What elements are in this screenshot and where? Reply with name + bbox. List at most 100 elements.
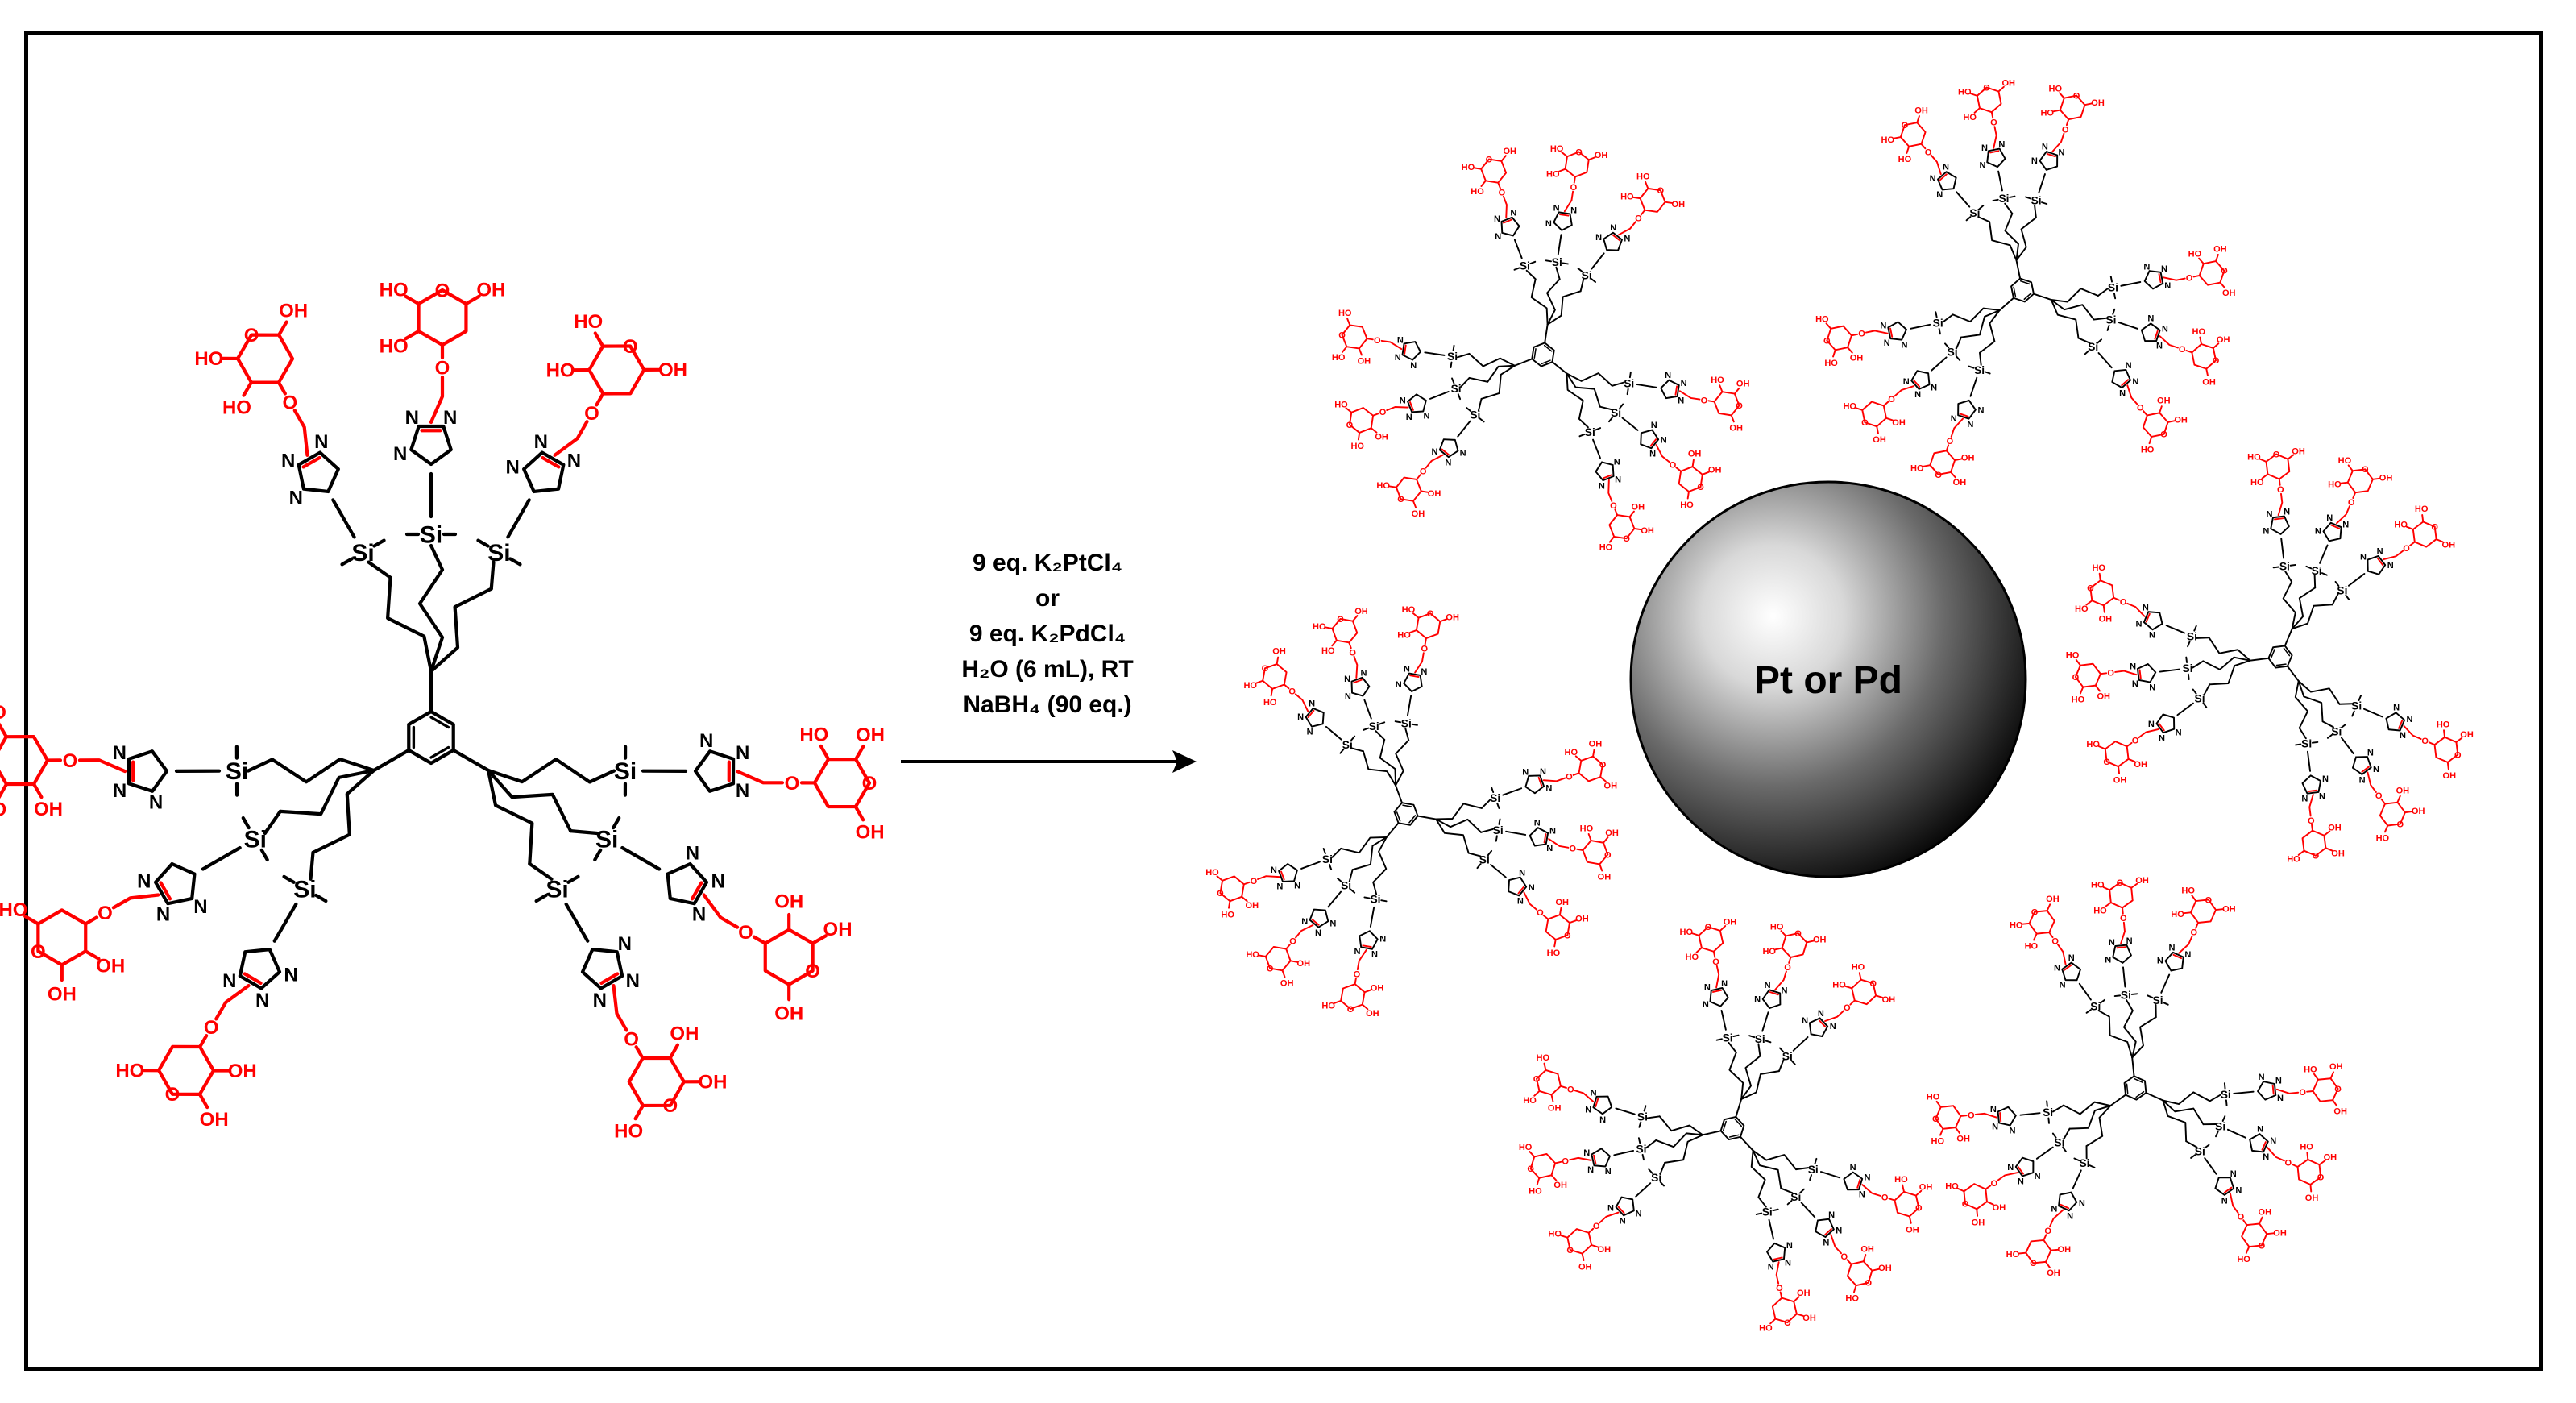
hydroxyl-bond bbox=[404, 294, 421, 306]
hydroxyl-bond bbox=[1325, 626, 1334, 629]
hydroxyl-group: OH bbox=[2324, 1153, 2337, 1163]
silicon-atom: Si bbox=[487, 540, 510, 567]
hydroxyl-bond bbox=[1853, 1285, 1857, 1293]
nitrogen-atom: N bbox=[1754, 995, 1761, 1005]
hydroxyl-group: OH bbox=[1993, 1203, 2006, 1213]
hydroxyl-bond bbox=[2446, 761, 2449, 770]
hydroxyl-bond bbox=[2205, 367, 2209, 377]
methyl-bond bbox=[2162, 1002, 2169, 1006]
ring-oxygen: O bbox=[862, 773, 877, 795]
methyl-bond bbox=[1350, 888, 1356, 894]
triazole-ring bbox=[2143, 611, 2163, 631]
ring-oxygen: O bbox=[2221, 267, 2228, 276]
methylene-bond bbox=[1969, 376, 1978, 397]
methyl-bond bbox=[508, 557, 522, 567]
ring-oxygen: O bbox=[1623, 534, 1630, 544]
silicon-atom: Si bbox=[2054, 1137, 2064, 1149]
methylene-bond bbox=[1502, 787, 1523, 796]
hydroxyl-group: HO bbox=[1620, 193, 1634, 202]
methyl-bond bbox=[1487, 849, 1493, 856]
hydroxyl-group: OH bbox=[2222, 288, 2236, 298]
nitrogen-atom: N bbox=[1553, 203, 1560, 213]
hydroxyl-bond bbox=[1793, 1296, 1800, 1303]
hydroxyl-group: OH bbox=[856, 724, 885, 746]
triazole-double-bond bbox=[301, 455, 321, 469]
hydroxyl-bond bbox=[2148, 436, 2153, 445]
triazole-double-bond bbox=[1674, 385, 1678, 396]
hydroxyl-bond bbox=[2421, 514, 2425, 523]
hydroxyl-bond bbox=[1875, 994, 1884, 998]
hydroxyl-bond bbox=[1719, 384, 1724, 393]
hydroxyl-bond bbox=[2215, 908, 2224, 911]
triazole-ring bbox=[1957, 399, 1977, 420]
triazole-double-bond bbox=[1595, 1098, 1599, 1108]
ring-oxygen: O bbox=[2213, 356, 2220, 366]
triazole-double-bond bbox=[1311, 918, 1320, 926]
hydroxyl-group: HO bbox=[1547, 948, 1561, 958]
quaternary-carbon-bond bbox=[2286, 665, 2300, 683]
hydroxyl-group: OH bbox=[1736, 380, 1750, 389]
sugar-linker bbox=[77, 758, 127, 774]
nitrogen-atom: N bbox=[1460, 449, 1466, 459]
hydroxyl-bond bbox=[1774, 947, 1783, 951]
hydroxyl-group: HO bbox=[1529, 1186, 1542, 1196]
methyl-bond bbox=[1968, 365, 1975, 369]
glycosidic-oxygen: O bbox=[1610, 501, 1617, 511]
methylene-bond bbox=[2019, 1112, 2041, 1116]
nitrogen-atom: N bbox=[1309, 699, 1315, 708]
hydroxyl-bond bbox=[2318, 1160, 2326, 1166]
glycosidic-oxygen: O bbox=[2348, 498, 2355, 508]
silicon-atom: Si bbox=[226, 758, 248, 785]
silicon-atom: Si bbox=[2215, 1120, 2225, 1132]
silicon-atom: Si bbox=[1948, 347, 1958, 359]
methylene-bond bbox=[1300, 861, 1321, 870]
quaternary-carbon-bond bbox=[2109, 1094, 2127, 1106]
methyl-bond bbox=[1363, 727, 1370, 731]
nitrogen-atom: N bbox=[2367, 749, 2374, 758]
methylene-bond bbox=[1513, 239, 1523, 259]
hydroxyl-bond bbox=[2405, 525, 2414, 530]
hydroxyl-group: HO bbox=[1815, 314, 1829, 324]
nitrogen-atom: N bbox=[2147, 314, 2154, 324]
benzene-ring bbox=[2267, 645, 2293, 669]
nitrogen-atom: N bbox=[2119, 389, 2126, 399]
glycosidic-oxygen: O bbox=[2285, 1159, 2292, 1168]
hydroxyl-group: HO bbox=[2287, 855, 2300, 865]
nitrogen-atom: N bbox=[1850, 1163, 1856, 1173]
propyl-chain bbox=[1546, 278, 1561, 326]
silicon-atom: Si bbox=[1447, 351, 1458, 363]
triazole-ring bbox=[1887, 321, 1907, 341]
triazole-ring bbox=[1808, 1017, 1829, 1037]
hydroxyl-group: OH bbox=[2222, 904, 2236, 914]
sugar-linker bbox=[1542, 777, 1566, 782]
hydroxyl-bond bbox=[1363, 989, 1372, 994]
hydroxyl-group: OH bbox=[2213, 244, 2227, 254]
ring-oxygen: O bbox=[1784, 1318, 1791, 1328]
triazole-double-bond bbox=[599, 972, 620, 986]
propyl-chain bbox=[1750, 1149, 1766, 1198]
glycosidic-oxygen: O bbox=[1925, 147, 1932, 157]
triazole-double-bond bbox=[1503, 218, 1512, 224]
silicon-atom: Si bbox=[351, 540, 374, 567]
glycosidic-oxygen: O bbox=[2308, 816, 2315, 826]
silicon-atom: Si bbox=[1974, 364, 1985, 376]
hydroxyl-bond bbox=[1412, 500, 1417, 508]
ring-oxygen: O bbox=[1794, 929, 1802, 939]
sugar-linker bbox=[2308, 794, 2314, 817]
hydroxyl-group: OH bbox=[2135, 876, 2149, 886]
glycosidic-oxygen: O bbox=[2120, 598, 2127, 608]
methylene-bond bbox=[1363, 699, 1372, 720]
hydroxyl-group: OH bbox=[228, 1061, 257, 1082]
hydroxyl-group: HO bbox=[1246, 950, 1259, 960]
sugar-linker bbox=[2367, 771, 2377, 793]
hydroxyl-bond bbox=[1885, 417, 1894, 421]
silicon-atom: Si bbox=[1479, 853, 1490, 865]
methyl-bond bbox=[1608, 417, 1613, 423]
methyl-bond bbox=[1956, 355, 1961, 362]
nitrogen-atom: N bbox=[2009, 1126, 2015, 1135]
glycosidic-oxygen: O bbox=[2051, 936, 2059, 946]
methyl-bond bbox=[1577, 267, 1583, 272]
hydroxyl-bond bbox=[2104, 902, 2112, 908]
